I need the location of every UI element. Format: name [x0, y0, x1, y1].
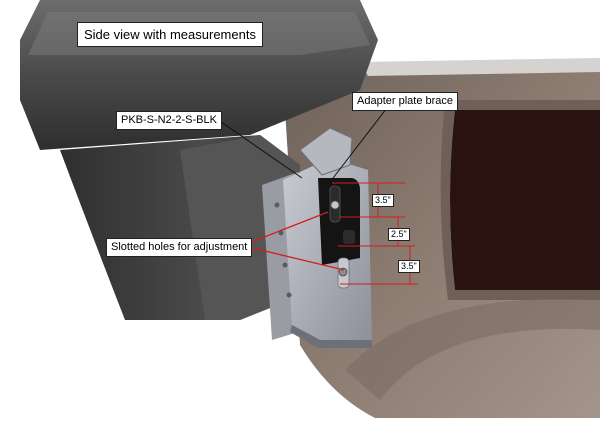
dimension-label-top: 3.5" [372, 194, 394, 207]
dashboard-top-edge [360, 58, 600, 76]
bolt-lower [338, 267, 348, 277]
dashboard-lower-curve [345, 298, 600, 400]
slotted-leaders [243, 211, 345, 271]
leader-lines [213, 103, 391, 183]
adapter-brace-shape [299, 127, 353, 176]
dashboard-window [450, 110, 600, 290]
slotted-holes-label: Slotted holes for adjustment [106, 238, 253, 257]
part-number-label: PKB-S-N2-2-S-BLK [116, 111, 222, 130]
rear-plate-holes [274, 202, 292, 298]
diagram-title: Side view with measurements [77, 22, 263, 47]
slot-middle [343, 230, 355, 244]
adapter-brace-label: Adapter plate brace [352, 92, 459, 111]
bolt-upper [330, 200, 340, 210]
dimension-label-bottom: 3.5" [398, 260, 420, 273]
bracket-edge [290, 325, 372, 348]
dimension-label-middle: 2.5" [388, 228, 410, 241]
